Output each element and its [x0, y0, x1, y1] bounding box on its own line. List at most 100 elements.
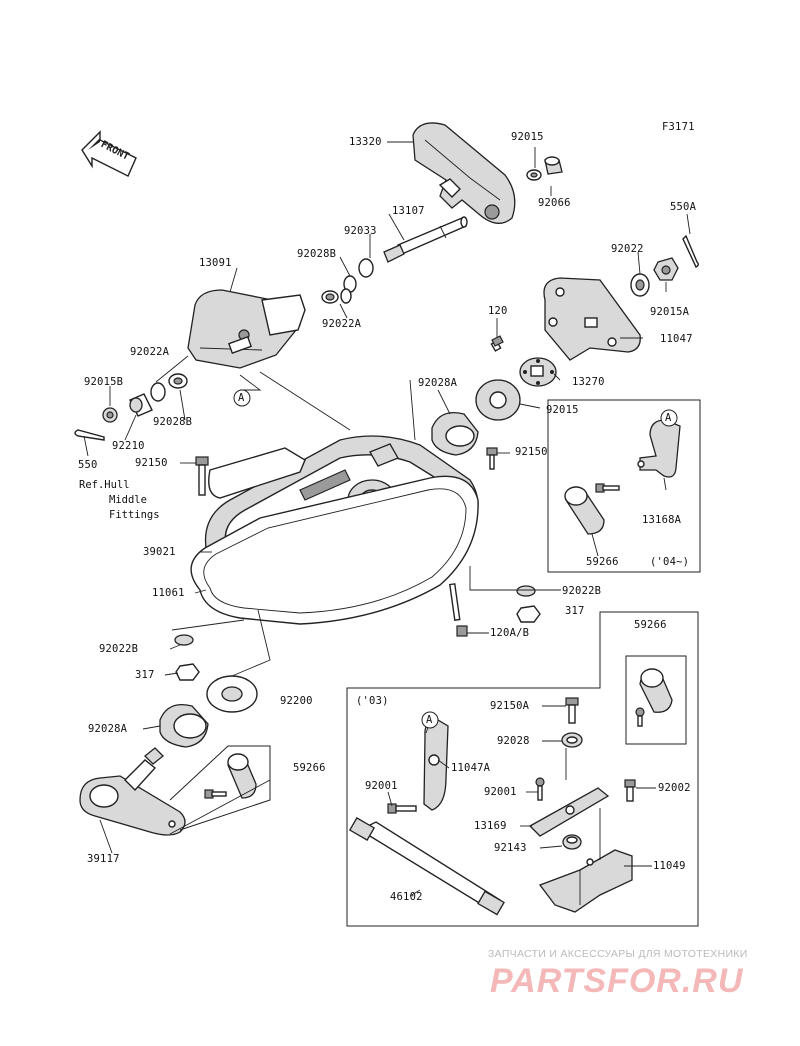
label-92066: 92066: [538, 197, 571, 209]
ref-hull-line: Fittings: [109, 509, 160, 521]
bushing-92210-part: [129, 393, 153, 417]
bolt-92002-part: [624, 779, 636, 802]
washer-92022A-left-part: [150, 382, 166, 402]
lever-39117-part: [79, 747, 186, 836]
label-92200: 92200: [280, 695, 313, 707]
label-92210: 92210: [112, 440, 145, 452]
label-11047A: 11047A: [451, 762, 491, 774]
label-13320: 13320: [349, 136, 382, 148]
label-39021: 39021: [143, 546, 176, 558]
box-59266-left: [169, 745, 271, 831]
label-92028B-left: 92028B: [153, 416, 193, 428]
washer-92022B-right-part: [516, 585, 536, 597]
label-13107: 13107: [392, 205, 425, 217]
label-92028A: 92028A: [418, 377, 458, 389]
bolt-92150-right-part: [486, 447, 498, 470]
collar-92143-part: [562, 834, 582, 850]
label-92015B: 92015B: [84, 376, 124, 388]
label-92028A-low: 92028A: [88, 723, 128, 735]
plate-92015-part: [475, 379, 521, 421]
label-550: 550: [78, 459, 98, 471]
plate-13270-part: [519, 357, 557, 387]
label-92001-a: 92001: [365, 780, 398, 792]
callout-a-box03: [421, 711, 439, 729]
grommet-92028A-part: [431, 411, 479, 456]
label-92022A-left: 92022A: [130, 346, 170, 358]
washer-92022A-part: [340, 288, 352, 304]
cotter-pin-550-part: [74, 429, 105, 441]
nut-92015A-part: [653, 257, 679, 281]
shaft-13107-part: [383, 216, 468, 263]
steering-cover-part: [412, 122, 516, 224]
knob-59266-left-part: [204, 753, 257, 799]
plate-13169-part: [528, 787, 610, 837]
bolt-120AB-part: [449, 583, 468, 637]
label-92002: 92002: [658, 782, 691, 794]
watermark-tagline: ЗАПЧАСТИ И АКСЕССУАРЫ ДЛЯ МОТОТЕХНИКИ: [488, 948, 748, 960]
front-arrow-icon: [81, 130, 137, 177]
label-59266-box: 59266: [586, 556, 619, 568]
bracket-hull-part: [208, 447, 306, 499]
label-92001-b: 92001: [484, 786, 517, 798]
label-92015: 92015: [511, 131, 544, 143]
gasket-inner-line: [203, 488, 467, 614]
knob-59266-right-part: [635, 668, 673, 727]
label-120: 120: [488, 305, 508, 317]
label-92022B-left: 92022B: [99, 643, 139, 655]
label-92028B-top: 92028B: [297, 248, 337, 260]
steering-holder-13091-part: [187, 289, 306, 369]
callout-a-label: A: [665, 412, 672, 424]
bracket-13168A-part: [637, 419, 681, 478]
label-92015A: 92015A: [650, 306, 690, 318]
label-59266-r: 59266: [634, 619, 667, 631]
nut-92015B-part: [102, 407, 118, 423]
label-550A: 550A: [670, 201, 697, 213]
box-03-variant: [346, 611, 699, 927]
label-92033: 92033: [344, 225, 377, 237]
cotter-pin-550A-part: [682, 234, 699, 268]
label-13168A: 13168A: [642, 514, 682, 526]
label-39117: 39117: [87, 853, 120, 865]
label-92022B-right: 92022B: [562, 585, 602, 597]
ref-hull-line: Middle: [109, 494, 147, 506]
cable-46102-part: [348, 817, 505, 916]
label-11049: 11049: [653, 860, 686, 872]
bushing-92066-part: [544, 156, 563, 175]
grommet-92028A-lower-part: [159, 703, 209, 748]
ref-hull-note: Ref.Hull Middle Fittings: [79, 478, 160, 523]
note-03: ('03): [356, 695, 389, 707]
label-92015-plate: 92015: [546, 404, 579, 416]
knob-59266-box-part: [564, 483, 620, 535]
gasket-11061-part: [190, 475, 479, 625]
label-92150-right: 92150: [515, 446, 548, 458]
bolt-92150-left-part: [195, 456, 209, 496]
nut-317-right-part: [516, 605, 541, 623]
callout-a-box04: [660, 409, 678, 427]
collar-92028B-left-part: [168, 373, 188, 389]
collar-92022A-part: [321, 290, 339, 304]
label-92143: 92143: [494, 842, 527, 854]
label-92150A: 92150A: [490, 700, 530, 712]
nut-92015-part: [526, 169, 542, 181]
watermark-logo: PARTSFOR.RU: [490, 962, 744, 1000]
grommet-92028-part: [561, 732, 583, 748]
bolt-92150A-part: [565, 697, 579, 724]
ref-hull-line: Ref.Hull: [79, 479, 130, 491]
callout-a-label: A: [426, 714, 433, 726]
label-92022: 92022: [611, 243, 644, 255]
leader-lines: [83, 141, 691, 897]
label-59266-left: 59266: [293, 762, 326, 774]
washer-92022B-left-part: [174, 634, 194, 646]
label-317-left: 317: [135, 669, 155, 681]
label-317-right: 317: [565, 605, 585, 617]
nut-317-left-part: [175, 663, 200, 681]
washer-92022-part: [630, 273, 650, 297]
bolt-120-part: [490, 335, 504, 352]
label-11061: 11061: [152, 587, 185, 599]
label-13270: 13270: [572, 376, 605, 388]
callout-a-label: A: [238, 392, 245, 404]
label-92022A: 92022A: [322, 318, 362, 330]
washer-92200-part: [206, 675, 258, 713]
bolt-92001-b-part: [535, 777, 545, 801]
